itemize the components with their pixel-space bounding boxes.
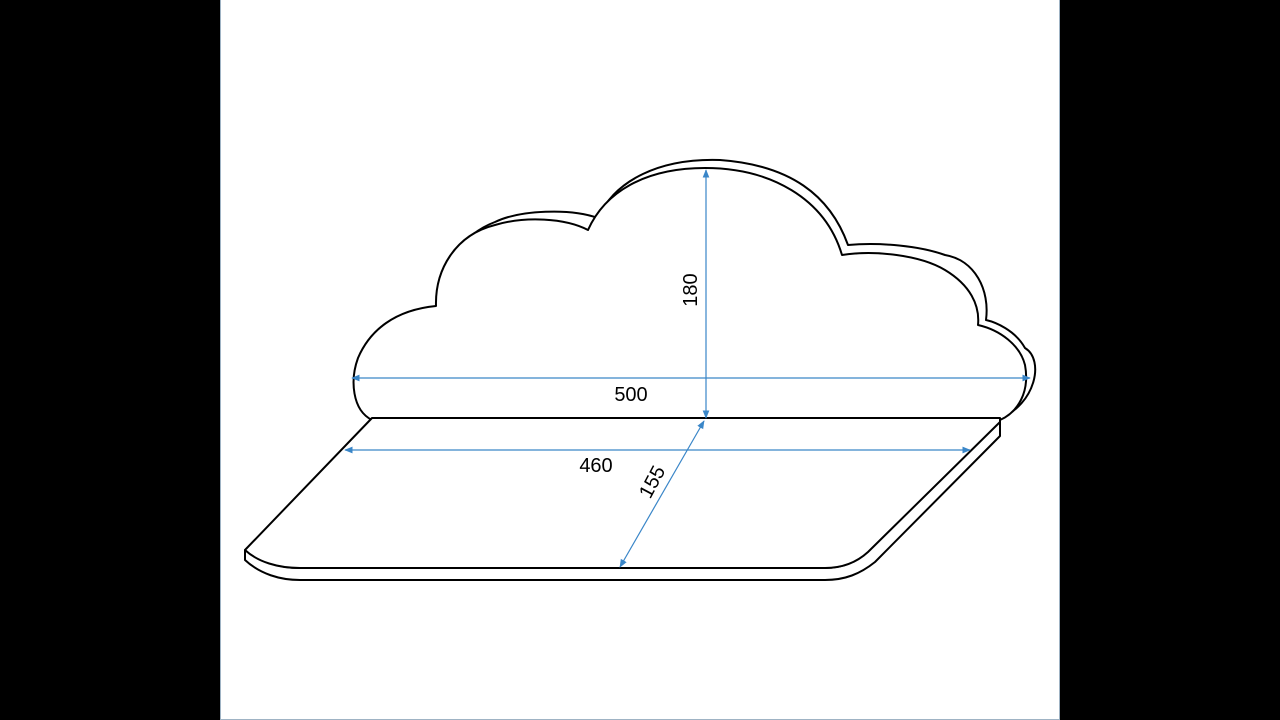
shelf-depth-dimension-line (619, 420, 705, 568)
width-dimension-label: 500 (614, 384, 647, 406)
height-dimension-label: 180 (680, 273, 702, 306)
cloud-board-face (352, 167, 1028, 421)
cloud-board-edge (439, 158, 1037, 419)
shelf-width-dimension-label: 460 (579, 455, 612, 477)
